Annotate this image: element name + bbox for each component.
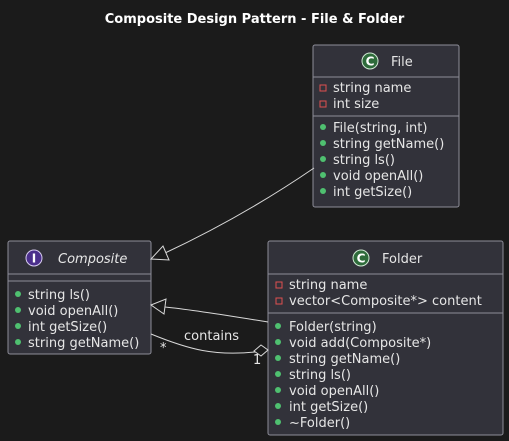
class-folder-method: void openAll() <box>275 384 379 399</box>
public-marker-icon <box>275 403 281 409</box>
svg-text:string name: string name <box>289 278 367 293</box>
svg-text:int getSize(): int getSize() <box>289 400 368 415</box>
private-marker-icon <box>275 297 283 305</box>
svg-text:string ls(): string ls() <box>289 368 351 383</box>
interface-composite-name: Composite <box>58 252 127 267</box>
svg-text:void add(Composite*): void add(Composite*) <box>289 336 431 351</box>
class-file-method: string getName() <box>320 137 444 152</box>
class-file-method: File(string, int) <box>320 121 427 136</box>
diagram-title: Composite Design Pattern - File & Folder <box>105 12 405 27</box>
class-badge-icon: C <box>361 52 379 70</box>
class-file-method: void openAll() <box>320 169 423 184</box>
class-folder-field: vector<Composite*> content <box>275 294 482 309</box>
svg-text:vector<Composite*> content: vector<Composite*> content <box>289 294 482 309</box>
public-marker-icon <box>15 291 21 297</box>
svg-text:string getName(): string getName() <box>289 352 400 367</box>
interface-composite-method: string getName() <box>15 336 139 351</box>
public-marker-icon <box>320 172 326 178</box>
public-marker-icon <box>275 419 281 425</box>
class-folder-method: string ls() <box>275 368 351 383</box>
class-file-field: int size <box>319 97 379 112</box>
public-marker-icon <box>275 387 281 393</box>
inheritance-arrowhead-icon <box>149 245 170 261</box>
svg-text:I: I <box>32 252 36 266</box>
svg-text:~Folder(): ~Folder() <box>289 416 350 431</box>
aggregation-diamond-icon <box>253 344 269 357</box>
interface-composite-method: int getSize() <box>15 320 107 335</box>
class-folder-method: string getName() <box>275 352 400 367</box>
svg-text:string getName(): string getName() <box>28 336 139 351</box>
edge-file-to-composite <box>149 167 315 261</box>
class-folder-box <box>267 240 504 436</box>
svg-text:void openAll(): void openAll() <box>333 169 423 184</box>
class-folder-field: string name <box>275 278 367 293</box>
class-file-name: File <box>391 55 413 70</box>
public-marker-icon <box>320 188 326 194</box>
public-marker-icon <box>320 156 326 162</box>
interface-composite-box <box>7 240 152 355</box>
interface-composite-method: string ls() <box>15 288 90 303</box>
class-file-method: int getSize() <box>320 185 412 200</box>
public-marker-icon <box>320 140 326 146</box>
public-marker-icon <box>275 371 281 377</box>
interface-badge-icon: I <box>25 249 43 267</box>
public-marker-icon <box>320 124 326 130</box>
svg-text:Folder(string): Folder(string) <box>289 320 377 335</box>
svg-text:void openAll(): void openAll() <box>289 384 379 399</box>
svg-text:string ls(): string ls() <box>333 153 395 168</box>
class-folder-name: Folder <box>382 252 423 267</box>
public-marker-icon <box>15 339 21 345</box>
public-marker-icon <box>275 355 281 361</box>
public-marker-icon <box>15 307 21 313</box>
edge-contains-label: contains <box>184 329 239 344</box>
svg-text:void openAll(): void openAll() <box>28 304 118 319</box>
svg-text:C: C <box>366 55 375 69</box>
svg-text:string ls(): string ls() <box>28 288 90 303</box>
public-marker-icon <box>275 339 281 345</box>
public-marker-icon <box>275 323 281 329</box>
svg-text:int size: int size <box>333 97 379 112</box>
class-folder-method: ~Folder() <box>275 416 350 431</box>
svg-text:C: C <box>357 252 366 266</box>
class-folder[interactable]: C Folder string name vector<Composite*> … <box>267 240 504 436</box>
interface-composite-method: void openAll() <box>15 304 118 319</box>
class-folder-method: int getSize() <box>275 400 368 415</box>
private-marker-icon <box>319 100 327 108</box>
svg-text:int getSize(): int getSize() <box>333 185 412 200</box>
private-marker-icon <box>275 281 283 289</box>
edge-folder-to-composite <box>149 298 269 323</box>
svg-text:int getSize(): int getSize() <box>28 320 107 335</box>
class-badge-icon: C <box>352 249 370 267</box>
edge-contains <box>150 333 269 357</box>
class-file-field: string name <box>319 81 411 96</box>
svg-text:string name: string name <box>333 81 411 96</box>
edge-contains-source-multiplicity: * <box>160 341 167 356</box>
inheritance-arrowhead-icon <box>149 298 167 315</box>
interface-composite[interactable]: I Composite string ls() void openAll() i… <box>7 240 152 355</box>
edge-contains-target-multiplicity: 1 <box>253 353 261 368</box>
class-file-method: string ls() <box>320 153 395 168</box>
class-folder-method: Folder(string) <box>275 320 377 335</box>
public-marker-icon <box>15 323 21 329</box>
class-file[interactable]: C File string name int size File(string,… <box>312 44 460 208</box>
private-marker-icon <box>319 84 327 92</box>
svg-text:string getName(): string getName() <box>333 137 444 152</box>
class-folder-method: void add(Composite*) <box>275 336 431 351</box>
class-file-box <box>312 44 460 208</box>
svg-text:File(string, int): File(string, int) <box>333 121 427 136</box>
